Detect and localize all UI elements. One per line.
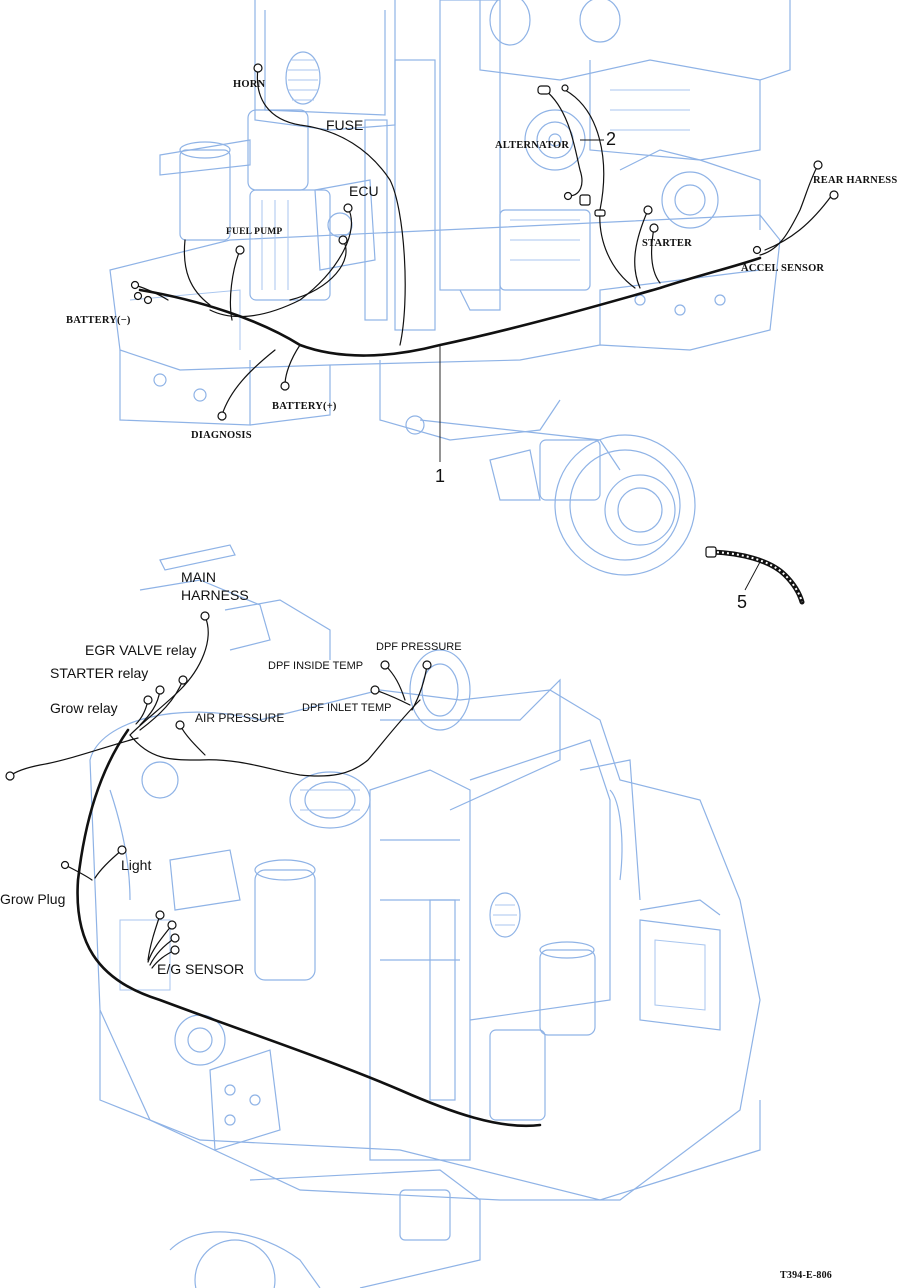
bottom-harness	[5, 611, 542, 1128]
dpf-inside-temp-label: DPF INSIDE TEMP	[268, 660, 364, 672]
alternator-label: ALTERNATOR	[495, 140, 570, 151]
dpf-inlet-temp-label: DPF INLET TEMP	[302, 702, 392, 714]
eg-sensor-label: E/G SENSOR	[157, 961, 245, 977]
accel-sensor-label: ACCEL SENSOR	[741, 263, 825, 274]
part-number-2: 2	[606, 129, 617, 149]
bottom-engine-drawing	[89, 544, 761, 1288]
battery-positive-label: BATTERY(+)	[272, 401, 337, 412]
drawing-code: T394-E-806	[780, 1270, 832, 1281]
top-harness	[130, 63, 839, 462]
grow-plug-label: Grow Plug	[0, 891, 66, 907]
air-pressure-label: AIR PRESSURE	[195, 711, 285, 725]
dpf-pressure-label: DPF PRESSURE	[376, 641, 462, 653]
grow-relay-label: Grow relay	[50, 700, 118, 716]
fuse-label: FUSE	[326, 117, 364, 133]
light-label: Light	[121, 857, 152, 873]
main-harness-label: MAIN HARNESS	[181, 569, 249, 603]
diagnosis-label: DIAGNOSIS	[191, 430, 252, 441]
egr-valve-relay-label: EGR VALVE relay	[85, 642, 197, 658]
horn-label: HORN	[233, 79, 266, 90]
fuel-pump-label: FUEL PUMP	[226, 227, 283, 237]
ecu-label: ECU	[349, 183, 379, 199]
part-number-5: 5	[737, 592, 748, 612]
rear-harness-label: REAR HARNESS	[813, 175, 898, 186]
starter-relay-label: STARTER relay	[50, 665, 149, 681]
part-number-1: 1	[435, 466, 446, 486]
top-engine-drawing	[109, 0, 791, 576]
battery-negative-label: BATTERY(−)	[66, 315, 131, 326]
cable-band-drawing	[705, 546, 805, 605]
starter-label: STARTER	[642, 238, 692, 249]
